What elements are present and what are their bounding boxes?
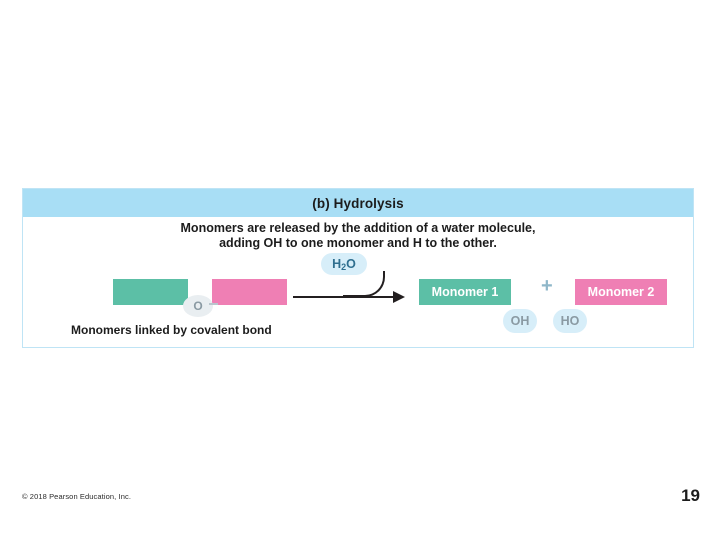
plus-sign-icon: + bbox=[541, 275, 553, 297]
water-h-label: H bbox=[332, 257, 342, 271]
arrow-shaft bbox=[293, 296, 398, 298]
reactant-monomer-1-block bbox=[113, 279, 188, 305]
slide-number: 19 bbox=[681, 486, 700, 505]
product-monomer-1-box: Monomer 1 bbox=[419, 279, 511, 305]
covalent-bond-oxygen-icon: O bbox=[183, 295, 213, 317]
product-monomer-1-label: Monomer 1 bbox=[431, 285, 499, 299]
reaction-arrow-icon bbox=[293, 291, 408, 303]
hydroxyl-group-right-bubble: HO bbox=[553, 309, 587, 333]
water-o-label: O bbox=[346, 257, 356, 271]
figure-caption: Monomers are released by the addition of… bbox=[23, 221, 693, 251]
hydroxyl-group-left-bubble: OH bbox=[503, 309, 537, 333]
product-monomer-2-box: Monomer 2 bbox=[575, 279, 667, 305]
product-monomer-2-label: Monomer 2 bbox=[587, 285, 655, 299]
covalent-bond-dash-icon bbox=[209, 303, 218, 305]
reactant-monomer-2-block bbox=[212, 279, 287, 305]
figure-caption-line-1: Monomers are released by the addition of… bbox=[180, 221, 536, 235]
water-subscript-label: 2 bbox=[341, 262, 347, 272]
copyright-notice: © 2018 Pearson Education, Inc. bbox=[22, 492, 132, 501]
arrow-head bbox=[393, 291, 405, 303]
hydroxyl-group-left-label: OH bbox=[510, 314, 530, 328]
figure-title-bar: (b) Hydrolysis bbox=[23, 189, 693, 217]
hydroxyl-group-right-label: HO bbox=[560, 314, 580, 328]
covalent-bond-caption: Monomers linked by covalent bond bbox=[71, 323, 272, 337]
figure-title: (b) Hydrolysis bbox=[312, 195, 404, 211]
covalent-oxygen-label: O bbox=[193, 299, 203, 313]
figure-caption-line-2: adding OH to one monomer and H to the ot… bbox=[219, 236, 497, 250]
hydrolysis-figure-panel: (b) Hydrolysis Monomers are released by … bbox=[22, 188, 694, 348]
